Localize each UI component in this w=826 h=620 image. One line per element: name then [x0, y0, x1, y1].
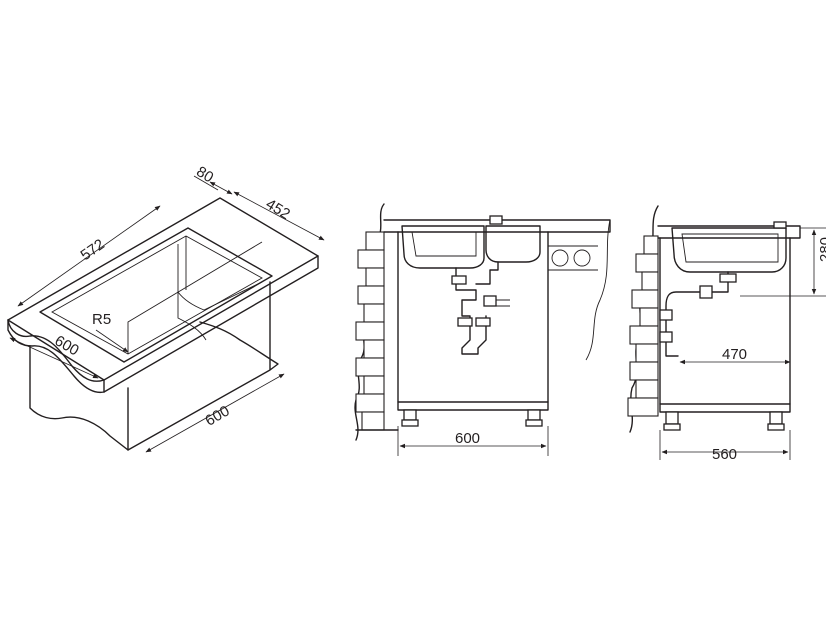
side-dim-label-280: 280: [817, 237, 826, 262]
front-dim-label-600: 600: [455, 430, 480, 447]
front-drain-pipe-main: [455, 267, 487, 355]
cabinet-back-line: [177, 292, 207, 341]
side-wall-bricks: [627, 235, 659, 417]
worktop-outline: [7, 197, 319, 381]
side-view: 280 470 560: [627, 205, 826, 463]
dim-line-r5: [95, 329, 129, 353]
front-cabinet: [397, 231, 549, 411]
side-dim-label-470: 470: [722, 346, 747, 363]
side-cabinet: [659, 237, 791, 413]
worktop-underside: [7, 319, 105, 394]
front-pipe-coupling-2: [483, 295, 497, 307]
front-overflow-cap: [489, 215, 503, 225]
sink-bowl-back-wall: [177, 244, 263, 311]
dim-label-572: 572: [78, 236, 108, 264]
front-foot-left-base: [401, 419, 419, 427]
side-pipe-coupling-3: [659, 309, 673, 321]
dim-line-572: [17, 205, 161, 307]
side-pipe-coupling-2: [699, 285, 713, 299]
worktop-right-edge: [103, 255, 319, 393]
side-pipe-coupling-4: [659, 331, 673, 343]
front-socket-left: [551, 249, 569, 267]
front-socket-right: [573, 249, 591, 267]
front-drain-pipe-small: [475, 261, 499, 285]
cabinet-right-side: [127, 281, 279, 451]
sink-bowl-inner-wall: [127, 236, 263, 354]
front-pipe-coupling-3: [457, 317, 473, 327]
dim-label-600-side: 600: [202, 402, 232, 429]
cabinet-body: [29, 345, 129, 451]
side-sink-bowl-inner: [681, 233, 779, 263]
front-wall-right-edge: [585, 219, 611, 361]
side-dim-label-560: 560: [712, 446, 737, 463]
dim-line-600-side: [145, 373, 285, 453]
side-sink-bowl: [671, 227, 787, 273]
side-foot-left-base: [663, 423, 681, 431]
dim-line-80: [209, 181, 233, 195]
side-foot-left: [665, 411, 679, 425]
dim-label-r5: R5: [92, 311, 111, 328]
side-foot-right-base: [767, 423, 785, 431]
front-main-bowl: [401, 225, 485, 269]
side-drain-pipe: [665, 271, 729, 357]
front-wall-bricks: [355, 231, 385, 431]
side-worktop: [657, 225, 801, 239]
front-pipe-coupling-1: [451, 275, 467, 285]
dim-ext-80-a: [193, 175, 219, 191]
side-overflow-cap: [773, 221, 787, 229]
front-socket-plate: [548, 245, 598, 271]
front-small-bowl: [485, 225, 541, 263]
dim-line-600-front: [9, 337, 99, 379]
front-pipe-outlet: [496, 299, 510, 307]
front-foot-right-base: [525, 419, 543, 427]
dim-label-80: 80: [193, 163, 216, 186]
isometric-view: 572 80 452 R5 600 600: [7, 163, 325, 453]
dim-label-452: 452: [263, 196, 293, 223]
front-pipe-coupling-4: [475, 317, 491, 327]
front-main-bowl-inner: [411, 231, 477, 257]
front-view: 600: [354, 203, 611, 456]
side-pipe-coupling-1: [719, 273, 737, 283]
front-foot-right: [527, 409, 541, 421]
dim-line-452: [233, 191, 325, 241]
front-foot-left: [403, 409, 417, 421]
side-foot-right: [769, 411, 783, 425]
